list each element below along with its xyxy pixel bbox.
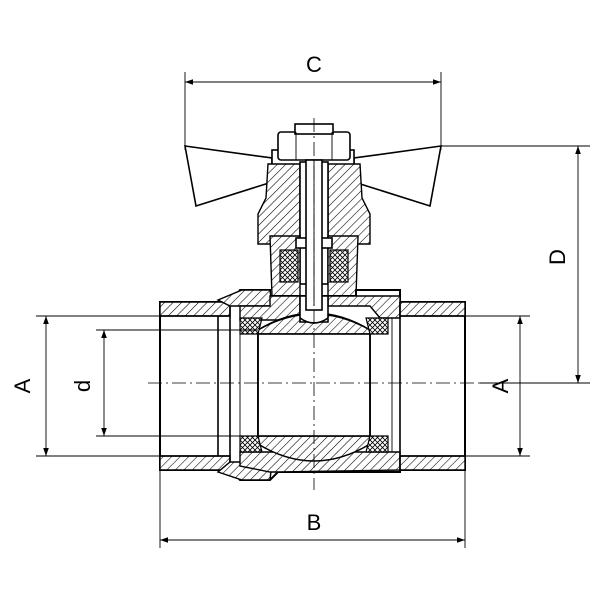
dimension-d: D (441, 145, 590, 384)
dimension-d-label: D (545, 249, 570, 265)
dimension-b: B (159, 470, 466, 548)
dimension-d-small-label: d (70, 380, 95, 392)
dimension-a-right: A (465, 315, 530, 457)
dimension-c: C (184, 52, 442, 150)
centerlines (148, 118, 480, 490)
dimension-b-label: B (307, 510, 322, 535)
dimension-c-label: C (306, 52, 322, 77)
dimension-a-right-label: A (488, 378, 513, 393)
dimension-d-small: d (70, 329, 258, 437)
dimension-a-left: A (10, 315, 160, 457)
dimension-a-left-label: A (10, 378, 35, 393)
valve-body (159, 289, 466, 481)
